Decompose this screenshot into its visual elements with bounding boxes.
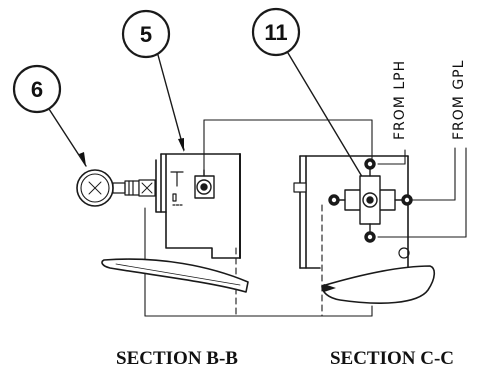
skirt-b: [102, 259, 248, 292]
side-tab: [294, 183, 306, 192]
balloon-6: 6: [14, 66, 86, 166]
valve-icon: [195, 170, 214, 198]
section-c-assembly: [294, 148, 466, 303]
from-lph-label: FROM LPH: [392, 60, 408, 140]
balloon-5-label: 5: [140, 22, 152, 47]
section-c-caption: SECTION C-C: [330, 348, 454, 369]
plate-markings: [171, 172, 183, 205]
gauge-icon: [77, 170, 113, 206]
leader-arrowhead-5: [178, 138, 184, 152]
balloon-11: 11: [253, 9, 371, 192]
gauge-fitting: [113, 180, 155, 196]
balloon-6-label: 6: [31, 77, 43, 102]
leader-arrowhead-6: [79, 152, 86, 166]
skirt-c: [322, 266, 434, 303]
manifold-cross-icon: [329, 159, 412, 242]
balloon-11-label: 11: [264, 20, 287, 45]
from-gpl-label: FROM GPL: [451, 60, 467, 140]
section-b-assembly: [77, 154, 248, 292]
plate-c: [300, 156, 408, 272]
bracket-plate: [156, 154, 240, 258]
section-b-caption: SECTION B-B: [116, 348, 238, 369]
balloon-5: 5: [123, 11, 184, 152]
